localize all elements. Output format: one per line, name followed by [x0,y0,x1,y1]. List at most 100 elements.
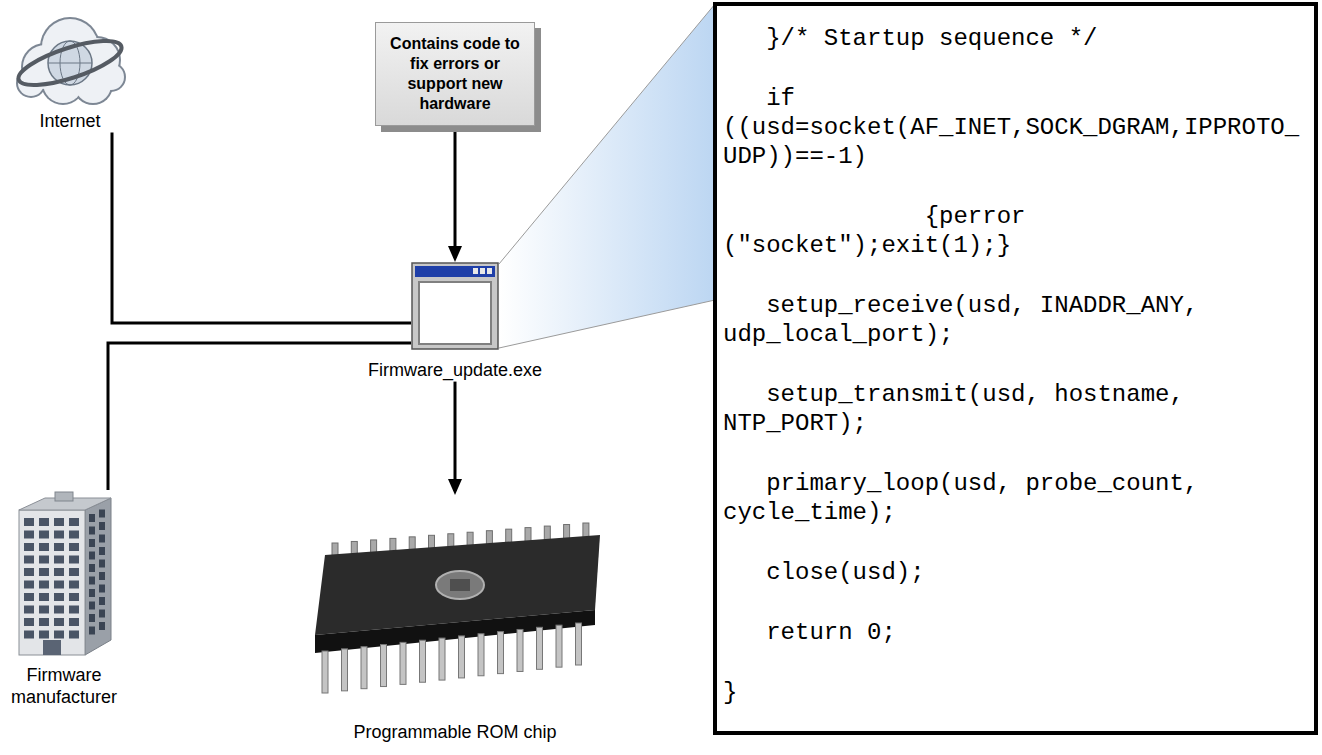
label-wrap: Internet [39,111,100,133]
ellipse-shape [436,571,484,599]
rect-shape [99,597,105,605]
rect-shape [69,581,79,589]
rect-shape [39,593,49,601]
rect-shape [498,632,504,674]
rect-shape [54,556,64,564]
polygon-shape [85,498,111,655]
rect-shape [54,581,64,589]
rect-shape [24,531,34,539]
rect-shape [39,543,49,551]
rect-shape [39,556,49,564]
rect-shape [89,539,95,547]
rect-shape [54,618,64,626]
building-icon [15,490,113,655]
label-wrap: Firmware_update.exe [368,360,542,382]
rect-shape [24,518,34,526]
cloud-node: Internet [15,5,125,105]
code-line: setup_transmit(usd, hostname, NTP_PORT); [723,380,1306,438]
chip-node: Programmable ROM chip [300,495,610,712]
rect-shape [24,581,34,589]
node-label: Firmware manufacturer [4,665,124,708]
rect-shape [487,268,492,274]
rect-shape [39,618,49,626]
rect-shape [517,629,523,671]
rect-shape [381,645,387,687]
rect-shape [55,492,73,501]
window-node: Firmware_update.exe [411,262,499,350]
rect-shape [39,531,49,539]
rect-shape [69,556,79,564]
rect-shape [24,593,34,601]
rect-shape [576,623,582,665]
panel-node: }/* Startup sequence */ if ((usd=socket(A… [713,2,1318,735]
rect-shape [89,564,95,572]
rect-shape [43,640,61,655]
code-line: close(usd); [723,558,1306,587]
rect-shape [89,627,95,635]
rect-shape [24,618,34,626]
rect-shape [480,268,485,274]
connector [108,343,411,490]
rect-shape [39,606,49,614]
rect-shape [24,606,34,614]
rect-shape [556,625,562,667]
rect-shape [19,510,85,655]
rect-shape [54,568,64,576]
rect-shape [89,589,95,597]
rect-shape [89,602,95,610]
rect-shape [450,579,470,591]
rect-shape [69,593,79,601]
node-label: Programmable ROM chip [353,722,556,744]
rect-shape [342,649,348,691]
rect-shape [322,651,328,693]
code-line: primary_loop(usd, probe_count, cycle_tim… [723,469,1306,527]
rect-shape [24,543,34,551]
rect-shape [69,543,79,551]
rect-shape [537,627,543,669]
cloud-icon [15,5,125,105]
rect-shape [54,543,64,551]
window-icon [411,262,499,350]
node-label: Internet [39,111,100,133]
rect-shape [69,631,79,639]
rect-shape [89,552,95,560]
rect-shape [69,606,79,614]
rect-shape [99,522,105,530]
code-line: {perror ("socket");exit(1);} [723,202,1306,260]
rect-shape [99,547,105,555]
code-line: } [723,678,1306,707]
rect-shape [39,631,49,639]
rect-shape [361,647,367,689]
rect-shape [420,640,426,682]
code-line: return 0; [723,618,1306,647]
rect-shape [89,527,95,535]
rect-shape [415,266,495,277]
code-line: }/* Startup sequence */ [723,24,1306,53]
rect-shape [99,585,105,593]
rect-shape [99,622,105,630]
rect-shape [69,568,79,576]
rect-shape [54,631,64,639]
connector [454,382,457,491]
rect-shape [54,531,64,539]
rect-shape [478,634,484,676]
rect-shape [54,606,64,614]
rect-shape [473,268,478,274]
rect-shape [99,510,105,518]
line-shape [48,63,92,64]
polygon-shape [315,610,595,653]
rect-shape [69,618,79,626]
building-node: Firmware manufacturer [15,490,113,655]
code-line: if ((usd=socket(AF_INET,SOCK_DGRAM,IPPRO… [723,84,1306,171]
rect-shape [24,556,34,564]
rect-shape [89,614,95,622]
rect-shape [89,514,95,522]
rect-shape [54,518,64,526]
label-wrap: Firmware manufacturer [4,665,124,708]
code-line: setup_receive(usd, INADDR_ANY, udp_local… [723,291,1306,349]
node-label: Firmware_update.exe [368,360,542,382]
rect-shape [419,282,491,344]
rect-shape [89,577,95,585]
ellipse-shape [14,32,126,94]
